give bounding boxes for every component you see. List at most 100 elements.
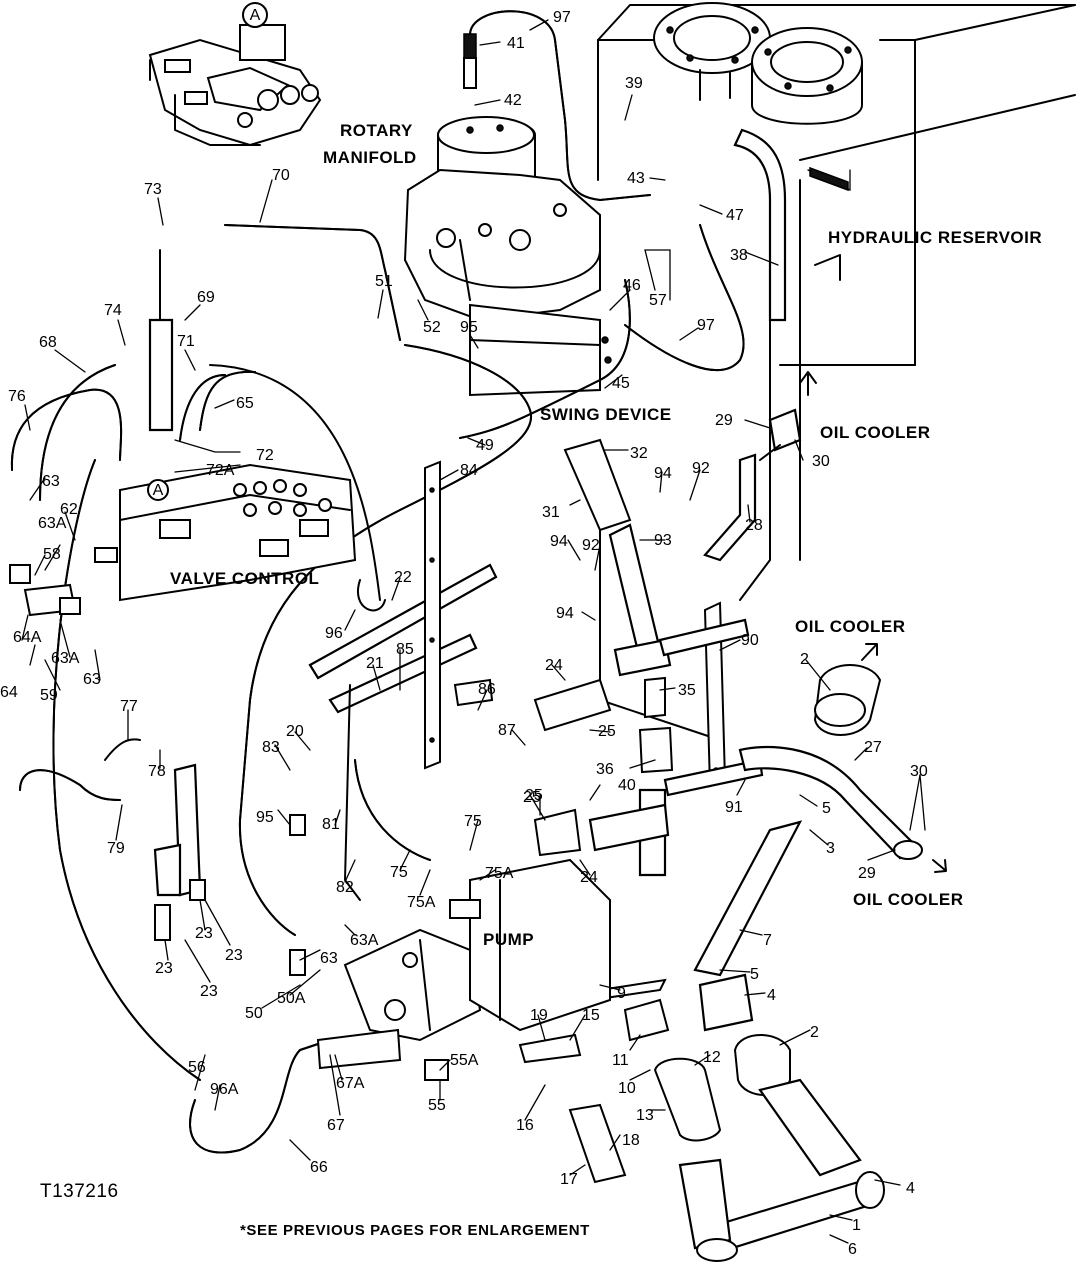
callout-82: 82 [336, 879, 354, 896]
callout-63a: 63A [38, 515, 67, 532]
callout-21: 21 [366, 655, 384, 672]
callout-83: 83 [262, 739, 280, 756]
callout-66: 66 [310, 1159, 328, 1176]
callout-25: 25 [523, 789, 541, 806]
lower-left-fittings [153, 676, 674, 1081]
callout-23: 23 [155, 960, 173, 977]
flow-arrows [799, 371, 947, 873]
callout-76: 76 [8, 388, 26, 405]
callout-72a: 72A [206, 462, 235, 479]
callout-75a: 75A [485, 865, 514, 882]
callout-79: 79 [107, 840, 125, 857]
callout-65: 65 [236, 395, 254, 412]
detail-marker-valve: A [153, 482, 164, 499]
callout-59: 59 [40, 687, 58, 704]
callout-18: 18 [622, 1132, 640, 1149]
return-pipe-assembly [518, 408, 923, 1262]
callout-51: 51 [375, 273, 393, 290]
hydraulic-reservoir-title: HYDRAULIC RESERVOIR [828, 228, 1042, 247]
callout-5: 5 [822, 800, 831, 817]
callout-45: 45 [612, 375, 630, 392]
callout-7: 7 [763, 932, 772, 949]
leader-lines [21, 19, 926, 1244]
callout-24: 24 [545, 657, 563, 674]
callout-49: 49 [476, 437, 494, 454]
callout-58: 58 [43, 546, 61, 563]
callout-50: 50 [245, 1005, 263, 1022]
callout-94: 94 [550, 533, 568, 550]
callout-97: 97 [553, 9, 571, 26]
callout-29: 29 [858, 865, 876, 882]
callout-70: 70 [272, 167, 290, 184]
callout-67: 67 [327, 1117, 345, 1134]
callout-16: 16 [516, 1117, 534, 1134]
rotary-manifold-swing-device [403, 116, 612, 397]
callout-95: 95 [460, 319, 478, 336]
callout-63: 63 [320, 950, 338, 967]
callout-72: 72 [256, 447, 274, 464]
callout-6: 6 [848, 1241, 857, 1258]
rotary-manifold-title-line1: ROTARY [340, 121, 413, 140]
detail-marker-top: A [250, 7, 261, 24]
callout-74: 74 [104, 302, 122, 319]
callout-17: 17 [560, 1171, 578, 1188]
callout-30: 30 [910, 763, 928, 780]
callout-23: 23 [195, 925, 213, 942]
callout-4: 4 [906, 1180, 915, 1197]
callout-95: 95 [256, 809, 274, 826]
detail-a-valve-illustration: A [148, 2, 322, 147]
valve-control-title: VALVE CONTROL [170, 569, 319, 588]
callout-75: 75 [390, 864, 408, 881]
callout-2: 2 [800, 651, 809, 668]
callout-73: 73 [144, 181, 162, 198]
callout-71: 71 [177, 333, 195, 350]
callout-31: 31 [542, 504, 560, 521]
callout-81: 81 [322, 816, 340, 833]
callout-42: 42 [504, 92, 522, 109]
callout-23: 23 [200, 983, 218, 1000]
callout-84: 84 [460, 462, 478, 479]
callout-43: 43 [627, 170, 645, 187]
callout-63a: 63A [350, 932, 379, 949]
callout-27: 27 [864, 739, 882, 756]
footnote: *SEE PREVIOUS PAGES FOR ENLARGEMENT [240, 1222, 590, 1239]
callout-35: 35 [678, 682, 696, 699]
oil-cooler-title-mid: OIL COOLER [795, 617, 905, 636]
callout-2: 2 [810, 1024, 819, 1041]
callout-15: 15 [582, 1007, 600, 1024]
callout-64a: 64A [13, 629, 42, 646]
callout-77: 77 [120, 698, 138, 715]
callout-36: 36 [596, 761, 614, 778]
callout-39: 39 [625, 75, 643, 92]
oil-cooler-title-bottom: OIL COOLER [853, 890, 963, 909]
callout-93: 93 [654, 532, 672, 549]
callout-28: 28 [745, 517, 763, 534]
callout-29: 29 [715, 412, 733, 429]
callout-68: 68 [39, 334, 57, 351]
callout-69: 69 [197, 289, 215, 306]
callout-55a: 55A [450, 1052, 479, 1069]
callout-32: 32 [630, 445, 648, 462]
callout-91: 91 [725, 799, 743, 816]
callout-30: 30 [812, 453, 830, 470]
hydraulic-pump [343, 858, 611, 1042]
callout-64: 64 [0, 684, 18, 701]
callout-63a: 63A [51, 650, 80, 667]
hydraulic-reservoir-tank [597, 2, 1076, 741]
callout-63: 63 [83, 671, 101, 688]
callout-47: 47 [726, 207, 744, 224]
rotary-manifold-title-line2: MANIFOLD [323, 148, 417, 167]
swing-device-title: SWING DEVICE [540, 405, 672, 424]
callout-5: 5 [750, 966, 759, 983]
callout-41: 41 [507, 35, 525, 52]
callout-56: 56 [188, 1059, 206, 1076]
callout-23: 23 [225, 947, 243, 964]
callout-86: 86 [478, 681, 496, 698]
callout-52: 52 [423, 319, 441, 336]
callout-4: 4 [767, 987, 776, 1004]
oil-cooler-title-top: OIL COOLER [820, 423, 930, 442]
callout-13: 13 [636, 1107, 654, 1124]
callout-90: 90 [741, 632, 759, 649]
